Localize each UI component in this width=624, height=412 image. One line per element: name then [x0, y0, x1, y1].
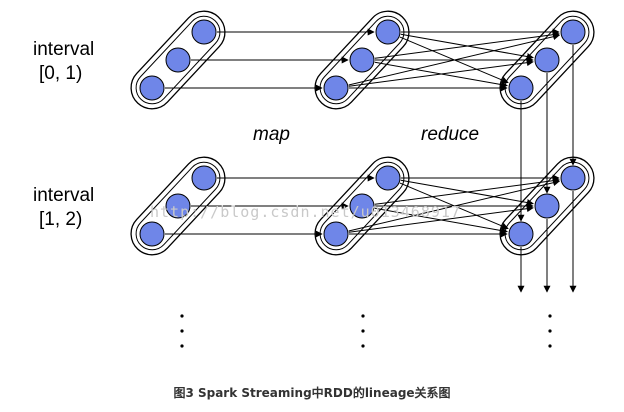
- interval-1-input-rdd: [130, 10, 226, 110]
- interval-1-reduced-rdd-partition-3: [560, 19, 586, 45]
- map-label: map: [253, 124, 290, 145]
- interval-1-reduce-edge-3-1: [399, 36, 509, 84]
- interval-2-mapped-rdd-inner-capsule: [319, 161, 405, 251]
- interval-1-reduced-rdd-partition-1: [508, 75, 534, 101]
- interval-2-input-rdd-partition-1: [139, 221, 165, 247]
- interval-1-mapped-rdd-inner-capsule: [319, 15, 405, 105]
- interval-2-mapped-rdd-partition-3: [375, 165, 401, 191]
- continuation-dot-1-2: [180, 329, 184, 333]
- interval-2-input-rdd-inner-capsule: [135, 161, 221, 251]
- interval-1-reduce-edge-3-2: [400, 33, 534, 60]
- continuation-dot-2-1: [361, 314, 365, 318]
- continuation-dot-3-1: [548, 314, 552, 318]
- interval-1-reduced-rdd-inner-capsule: [504, 15, 590, 105]
- interval-2-reduced-rdd-partition-3: [560, 165, 586, 191]
- interval-1-mapped-rdd-partition-2: [349, 47, 375, 73]
- interval-2-reduced-rdd-partition-2: [534, 193, 560, 219]
- interval-2-input-rdd-partition-2: [165, 193, 191, 219]
- interval-2-reduce-edge-2-1: [374, 207, 508, 234]
- rdd-group: [130, 10, 595, 256]
- interval-1-mapped-rdd: [314, 10, 410, 110]
- interval-label-2-range: [1, 2): [39, 209, 83, 230]
- continuation-dot-2-3: [361, 344, 365, 348]
- interval-1-input-rdd-partition-3: [191, 19, 217, 45]
- interval-2-mapped-rdd-partition-1: [323, 221, 349, 247]
- continuation-dot-2-2: [361, 329, 365, 333]
- dependency-edges: [165, 28, 577, 293]
- interval-2-input-rdd: [130, 156, 226, 256]
- continuation-dots: [180, 314, 552, 348]
- continuation-dot-3-2: [548, 329, 552, 333]
- interval-label-1: interval [0, 1): [33, 38, 94, 86]
- interval-1-reduce-edge-2-1: [374, 61, 508, 88]
- watermark-text: http://blog.csdn.net/u013468917: [150, 203, 461, 221]
- continuation-dot-1-3: [180, 344, 184, 348]
- reduce-label: reduce: [421, 124, 480, 145]
- interval-1-reduced-rdd: [499, 10, 595, 110]
- interval-1-input-rdd-inner-capsule: [135, 15, 221, 105]
- interval-1-mapped-rdd-partition-1: [323, 75, 349, 101]
- interval-1-reduced-rdd-partition-2: [534, 47, 560, 73]
- interval-2-reduced-rdd-partition-1: [508, 221, 534, 247]
- interval-2-reduced-rdd-inner-capsule: [504, 161, 590, 251]
- figure-caption: 图3 Spark Streaming中RDD的lineage关系图: [173, 386, 451, 400]
- interval-1-input-rdd-partition-1: [139, 75, 165, 101]
- interval-label-1-range: [0, 1): [39, 63, 83, 84]
- interval-label-2-word: interval: [33, 185, 95, 206]
- interval-2-reduced-rdd: [499, 156, 595, 256]
- continuation-dot-1-1: [180, 314, 184, 318]
- interval-label-1-word: interval: [33, 39, 95, 60]
- interval-2-reduce-edge-3-2: [400, 179, 534, 206]
- interval-2-mapped-rdd: [314, 156, 410, 256]
- interval-1-input-rdd-partition-2: [165, 47, 191, 73]
- interval-1-mapped-rdd-partition-3: [375, 19, 401, 45]
- interval-2-input-rdd-partition-3: [191, 165, 217, 191]
- interval-label-2: interval [1, 2): [33, 184, 94, 232]
- interval-2-reduce-edge-3-1: [399, 182, 509, 230]
- interval-2-mapped-rdd-partition-2: [349, 193, 375, 219]
- continuation-dot-3-3: [548, 344, 552, 348]
